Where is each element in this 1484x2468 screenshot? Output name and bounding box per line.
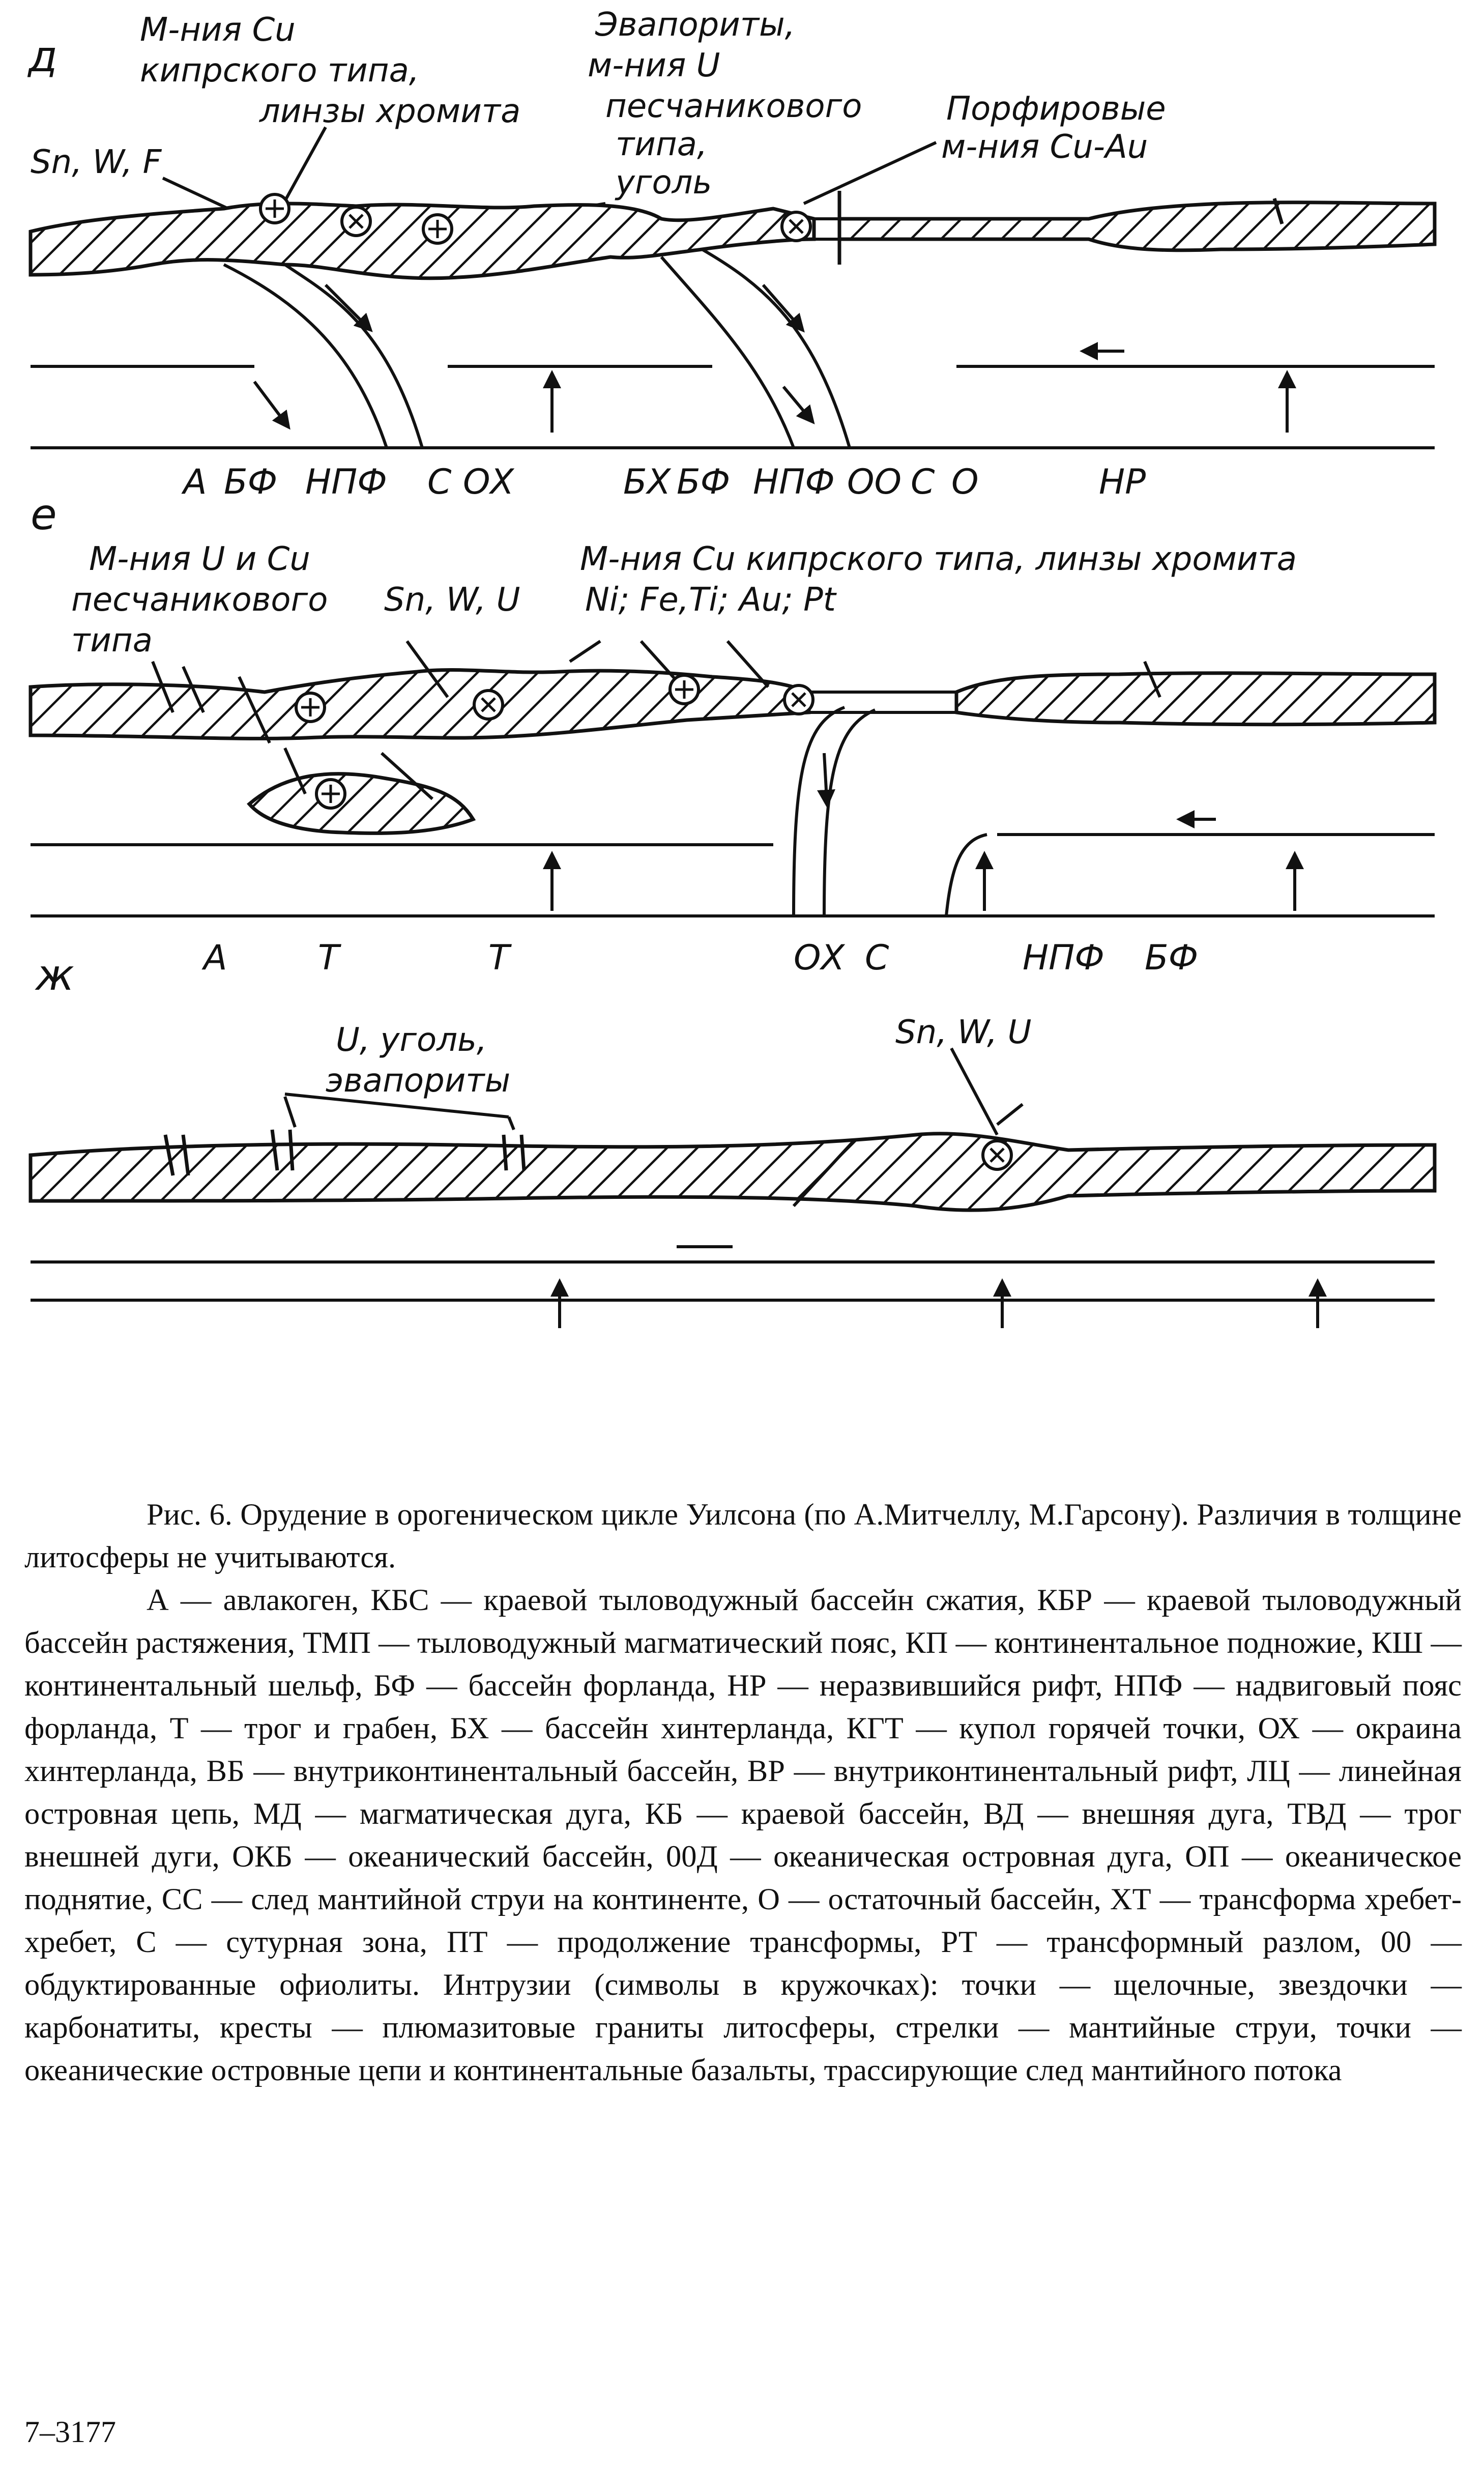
label-chromite: линзы хромита: [258, 93, 520, 130]
label-cu-cyprus-2: кипрского типа,: [140, 52, 419, 90]
label-sn-w-u-e: Sn, W, U: [384, 581, 520, 619]
figure-caption: Рис. 6. Орудение в орогеническом цикле У…: [24, 1494, 1462, 2092]
wilson-cycle-figure: д М-ния Cu кипрского типа, линзы хромита…: [27, 6, 1437, 1328]
lithosphere-band-left: [28, 202, 816, 280]
panel-letter-e: е: [31, 490, 57, 539]
lithosphere-band-right: [837, 200, 1437, 252]
abbr-d-6: БФ: [677, 462, 730, 502]
caption-title: Рис. 6. Орудение в орогеническом цикле У…: [24, 1498, 1462, 1574]
label-cu-cyprus-1: М-ния Cu: [140, 11, 296, 49]
abbr-d-8: ОО: [847, 462, 901, 502]
abbr-d-5: БХ: [623, 462, 672, 502]
abbr-e-2: Т: [488, 938, 512, 978]
abbr-d-2: НПФ: [305, 462, 387, 502]
lithosphere-band-zh: [28, 1132, 1437, 1212]
label-evap-2: м-ния U: [588, 47, 720, 84]
abbr-d-3: С: [427, 462, 452, 502]
abbr-e-3: ОХ: [794, 938, 846, 978]
lithosphere-band-e: [28, 668, 811, 740]
label-u-cu-3: типа: [71, 622, 153, 659]
label-porph-1: Порфировые: [946, 90, 1166, 128]
abbr-d-4: ОХ: [463, 462, 515, 502]
abbr-e-5: НПФ: [1023, 938, 1104, 978]
panel-d: д М-ния Cu кипрского типа, линзы хромита…: [27, 6, 1437, 502]
label-metals: Ni; Fe,Ti; Au; Pt: [585, 581, 837, 619]
label-evap-3: песчаникового: [605, 88, 862, 125]
abbr-e-1: Т: [318, 938, 341, 978]
abbr-d-10: О: [951, 462, 979, 502]
panel-zh: ж U, уголь, эвапориты Sn, W, U: [28, 950, 1437, 1328]
panel-letter-d: д: [27, 32, 57, 81]
label-u-coal-2: эвапориты: [326, 1062, 510, 1100]
abbr-e-0: А: [201, 938, 227, 978]
abbr-e-4: С: [865, 938, 889, 978]
abbr-d-9: С: [911, 462, 935, 502]
label-u-coal-1: U, уголь,: [336, 1021, 487, 1059]
label-evap-4: типа,: [616, 126, 707, 163]
label-u-cu-2: песчаникового: [71, 581, 328, 619]
abbr-d-7: НПФ: [753, 462, 835, 502]
abbr-d-1: БФ: [224, 462, 277, 502]
label-u-cu-1: М-ния U и Cu: [89, 540, 310, 578]
abbr-d-11: НР: [1099, 462, 1146, 502]
abbr-d-0: А: [181, 462, 207, 502]
abbr-e-6: БФ: [1145, 938, 1198, 978]
label-evap-5: уголь: [615, 164, 712, 202]
page-number: 7–3177: [24, 2415, 116, 2449]
lithosphere-band-e-right: [954, 671, 1437, 727]
lower-lens-e: [247, 772, 476, 835]
label-sn-w-u-zh: Sn, W, U: [895, 1014, 1031, 1051]
panel-e: е М-ния U и Cu песчаникового типа Sn, W,…: [28, 490, 1437, 978]
label-sn-w-f: Sn, W, F: [31, 144, 162, 181]
label-porph-2: м-ния Cu-Au: [941, 128, 1148, 166]
caption-body: А — авлакоген, КБС — краевой тыловодужны…: [24, 1583, 1462, 2087]
label-evap-1: Эвапориты,: [595, 6, 795, 44]
label-cu-cyprus-full: М-ния Cu кипрского типа, линзы хромита: [580, 540, 1297, 578]
panel-letter-zh: ж: [35, 950, 74, 1000]
